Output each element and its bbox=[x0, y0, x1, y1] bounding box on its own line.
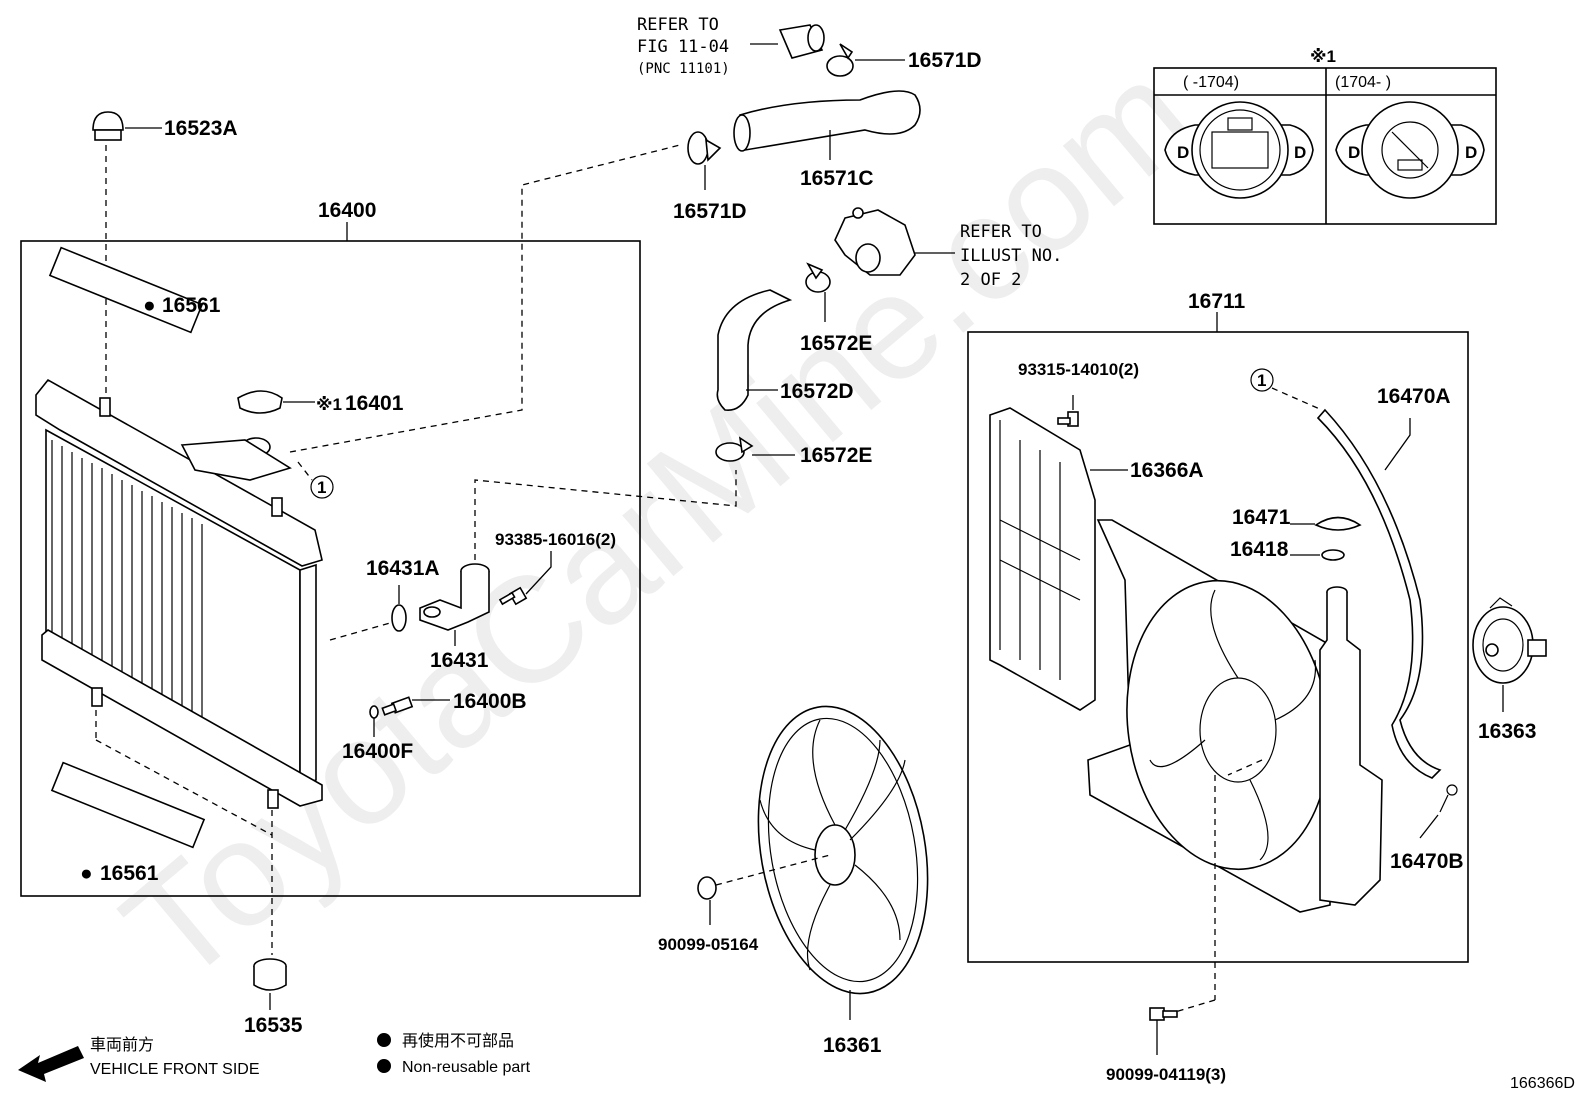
bolt-93385-icon bbox=[498, 586, 528, 606]
shroud-side-plate-icon bbox=[989, 407, 1096, 711]
refer-illust-line1: REFER TO bbox=[960, 222, 1042, 242]
radiator-assembly-box bbox=[20, 240, 641, 897]
part-label-16711[interactable]: 16711 bbox=[1188, 290, 1246, 313]
radiator-top-cushion-icon bbox=[92, 111, 124, 141]
fan-motor-icon bbox=[1472, 597, 1547, 684]
part-label-90099-04119[interactable]: 90099-04119(3) bbox=[1106, 1065, 1226, 1084]
part-label-16523A[interactable]: 16523A bbox=[164, 117, 238, 140]
radiator-cap-late-icon: D D bbox=[1335, 101, 1485, 199]
refer-illust-line2: ILLUST NO. bbox=[960, 246, 1062, 266]
svg-text:D: D bbox=[1177, 143, 1189, 162]
part-label-16572E-bottom[interactable]: 16572E bbox=[800, 444, 872, 467]
ref-circle-1-right-text: 1 bbox=[1257, 371, 1266, 390]
hose-connector-top-icon bbox=[778, 24, 825, 59]
ref-circle-1-left-text: 1 bbox=[317, 478, 326, 497]
part-label-16400[interactable]: 16400 bbox=[318, 199, 376, 222]
legend-nonreusable-dot-2 bbox=[377, 1059, 391, 1073]
part-label-16431A[interactable]: 16431A bbox=[366, 557, 440, 580]
refer-fig-line2: FIG 11-04 bbox=[637, 37, 729, 57]
fan-shroud-assembly-box bbox=[967, 331, 1469, 963]
part-label-16470A[interactable]: 16470A bbox=[1377, 385, 1451, 408]
part-label-16363[interactable]: 16363 bbox=[1478, 720, 1536, 743]
part-label-16571C[interactable]: 16571C bbox=[800, 167, 874, 190]
legend-front-jp: 車両前方 bbox=[90, 1036, 154, 1054]
hose-clip-icon bbox=[1439, 784, 1458, 813]
o-ring-16400F-icon bbox=[369, 705, 379, 719]
radiator-seal-upper-icon bbox=[48, 246, 204, 334]
drain-cock-icon bbox=[381, 696, 414, 716]
part-label-16361[interactable]: 16361 bbox=[823, 1034, 882, 1057]
inset-col2-header: (1704- ) bbox=[1335, 74, 1391, 91]
nonreusable-dot-16561-bottom: ● bbox=[80, 862, 93, 885]
lower-radiator-hose-icon bbox=[716, 289, 793, 412]
legend-front-en: VEHICLE FRONT SIDE bbox=[90, 1061, 260, 1078]
part-label-16400B[interactable]: 16400B bbox=[453, 690, 527, 713]
refer-fig-line1: REFER TO bbox=[637, 15, 719, 35]
part-label-16572E-top[interactable]: 16572E bbox=[800, 332, 872, 355]
vehicle-front-arrow-icon bbox=[18, 1046, 84, 1082]
part-label-90099-05164[interactable]: 90099-05164 bbox=[658, 935, 759, 954]
ref-circle-1-left bbox=[310, 475, 334, 499]
inset-note-mark: ※1 bbox=[1310, 47, 1336, 66]
legend-nonreusable-dot-1 bbox=[377, 1033, 391, 1047]
part-label-16418[interactable]: 16418 bbox=[1230, 538, 1289, 561]
radiator-core-icon bbox=[35, 378, 323, 809]
fan-nut-icon bbox=[697, 876, 717, 900]
radiator-cap-icon bbox=[237, 390, 283, 414]
radiator-seal-lower-icon bbox=[50, 761, 206, 849]
svg-text:D: D bbox=[1348, 143, 1360, 162]
hose-clamp-16572E-top-icon bbox=[805, 262, 831, 293]
part-label-93315[interactable]: 93315-14010(2) bbox=[1018, 360, 1139, 379]
note-mark-16401: ※1 bbox=[316, 395, 342, 414]
refer-illust-line3: 2 OF 2 bbox=[960, 270, 1021, 290]
upper-radiator-hose-icon bbox=[733, 90, 921, 152]
svg-text:D: D bbox=[1294, 143, 1306, 162]
inset-col1-header: ( -1704) bbox=[1183, 74, 1239, 91]
part-label-16431[interactable]: 16431 bbox=[430, 649, 489, 672]
legend-nonreuse-jp: 再使用不可部品 bbox=[402, 1032, 514, 1050]
hose-clamp-16571D-top-icon bbox=[826, 43, 854, 77]
cooling-fan-icon bbox=[757, 705, 929, 995]
ref-circle-1-right bbox=[1250, 368, 1274, 392]
part-label-16535[interactable]: 16535 bbox=[244, 1014, 303, 1037]
radiator-cap-variants-inset bbox=[1153, 67, 1497, 225]
o-ring-16431A-icon bbox=[391, 604, 407, 632]
part-label-16572D[interactable]: 16572D bbox=[780, 380, 854, 403]
water-outlet-housing-icon bbox=[834, 207, 916, 276]
radiator-outlet-pipe-icon bbox=[419, 563, 490, 631]
refer-fig-line3: (PNC 11101) bbox=[637, 61, 730, 77]
coolant-reservoir-icon bbox=[1319, 586, 1383, 906]
part-label-16471[interactable]: 16471 bbox=[1232, 506, 1291, 529]
hose-clamp-16571D-mid-icon bbox=[687, 131, 722, 165]
part-label-16400F[interactable]: 16400F bbox=[342, 740, 413, 763]
fan-shroud-icon bbox=[1087, 519, 1331, 913]
hose-clamp-16572E-bottom-icon bbox=[715, 436, 754, 462]
part-label-16571D-mid[interactable]: 16571D bbox=[673, 200, 747, 223]
part-label-16561-bottom[interactable]: 16561 bbox=[100, 862, 159, 885]
nonreusable-dot-16561-top: ● bbox=[143, 294, 156, 317]
part-label-16470B[interactable]: 16470B bbox=[1390, 850, 1464, 873]
svg-text:D: D bbox=[1465, 143, 1477, 162]
radiator-lower-cushion-icon bbox=[253, 958, 287, 991]
overflow-hose-icon bbox=[1316, 408, 1442, 779]
shroud-bolt-icon bbox=[1149, 1007, 1178, 1021]
part-label-16571D-top[interactable]: 16571D bbox=[908, 49, 982, 72]
part-label-16366A[interactable]: 16366A bbox=[1130, 459, 1204, 482]
radiator-cap-early-icon: D D bbox=[1164, 101, 1314, 199]
diagram-code: 166366D bbox=[1510, 1075, 1575, 1092]
part-label-16401[interactable]: 16401 bbox=[345, 392, 404, 415]
reservoir-o-ring-icon bbox=[1321, 549, 1345, 561]
part-label-16561-top[interactable]: 16561 bbox=[162, 294, 221, 317]
legend-nonreuse-en: Non-reusable part bbox=[402, 1059, 531, 1076]
bolt-93315-icon bbox=[1057, 411, 1079, 427]
part-label-93385[interactable]: 93385-16016(2) bbox=[495, 530, 616, 549]
reservoir-cap-icon bbox=[1314, 516, 1362, 531]
